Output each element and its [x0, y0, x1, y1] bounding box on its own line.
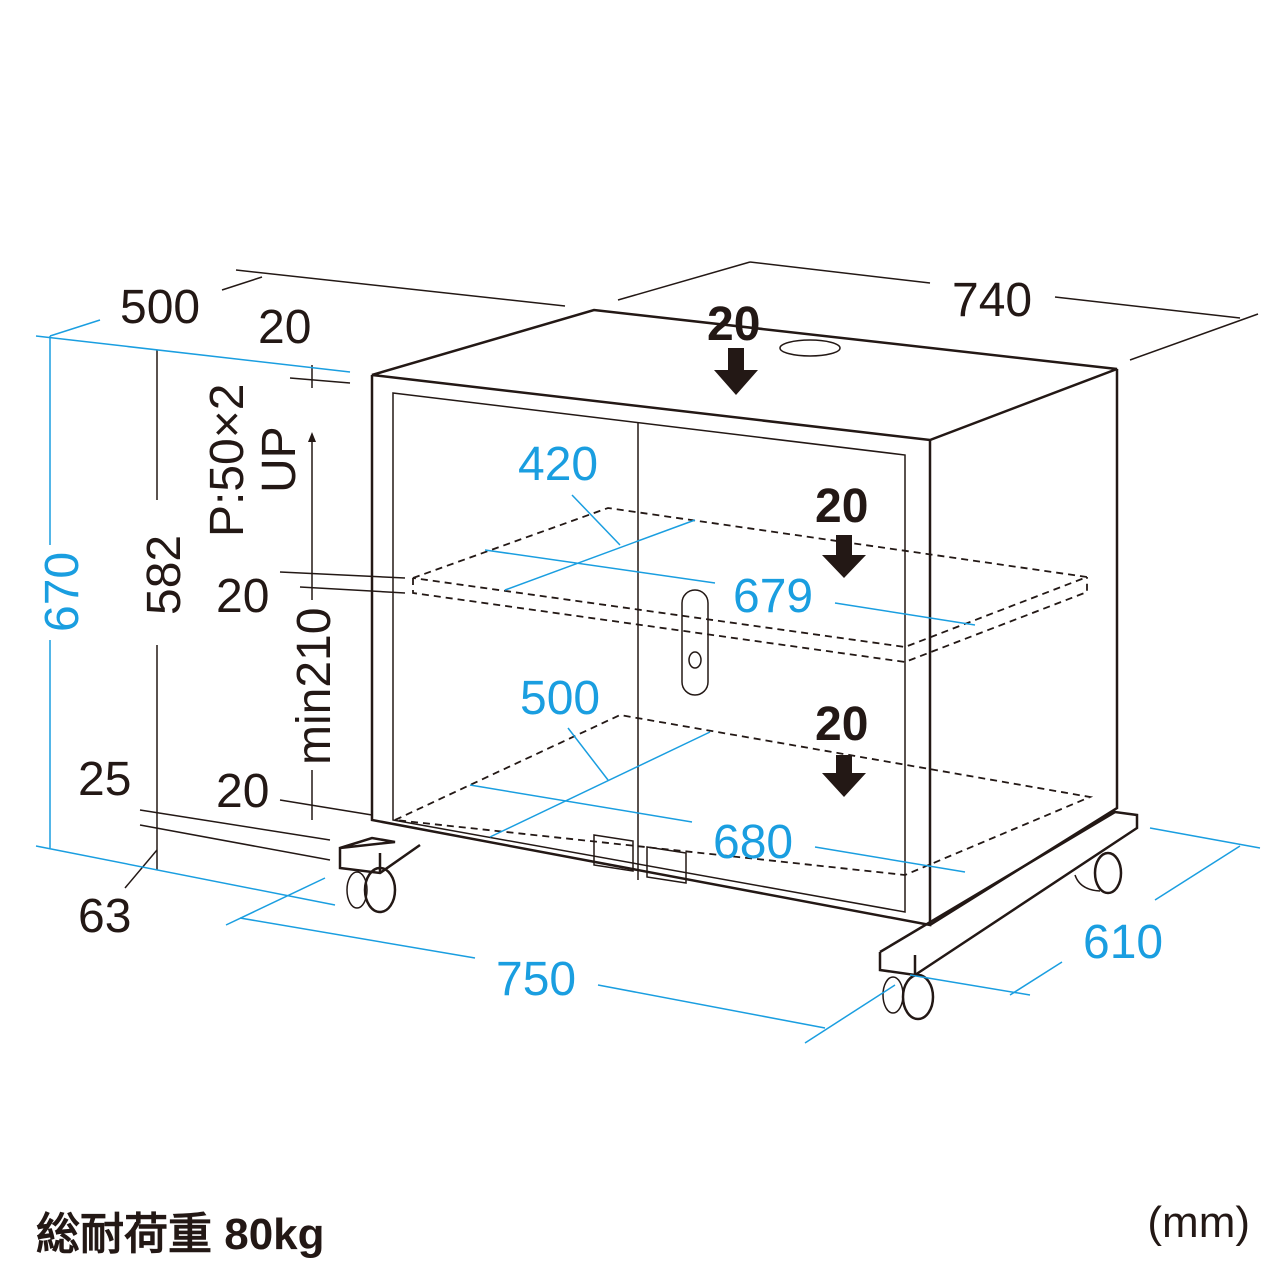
- dim-shelf-width: 679: [733, 570, 813, 623]
- load-arrow-top: [714, 348, 758, 395]
- load-arrow-shelf: [822, 535, 866, 578]
- load-top-label: 20: [707, 298, 760, 351]
- shelf-pitch-direction: UP: [253, 426, 306, 493]
- dim-bottom-depth: 500: [520, 672, 600, 725]
- black-dimension-lines: [124, 261, 1259, 889]
- cable-hole: [779, 339, 841, 357]
- dim-shelf-thickness: 20: [216, 570, 269, 623]
- load-bottom-label: 20: [815, 698, 868, 751]
- dim-height-total: 670: [36, 552, 89, 632]
- dim-shelf-min: min210: [288, 608, 341, 765]
- dim-base-width: 750: [496, 953, 576, 1006]
- door-handle: [681, 589, 709, 696]
- load-shelf-label: 20: [815, 480, 868, 533]
- dim-shelf-depth: 420: [518, 438, 598, 491]
- blue-dimension-lines: [35, 319, 1261, 1044]
- caster: [901, 973, 935, 1021]
- cabinet-outline: [370, 308, 1119, 927]
- door-latch-right: [646, 846, 687, 884]
- dim-base-depth: 610: [1083, 916, 1163, 969]
- dim-width-top: 740: [952, 274, 1032, 327]
- base-and-casters: [338, 810, 1139, 1021]
- caster: [363, 866, 397, 914]
- load-arrow-bottom: [822, 755, 866, 797]
- dim-bottom-width: 680: [713, 816, 793, 869]
- shelf-outline: [412, 507, 1091, 648]
- unit-label: (mm): [1147, 1198, 1250, 1247]
- caster: [1093, 851, 1123, 895]
- bottom-board-outline: [391, 714, 1094, 876]
- dim-caster-63: 63: [78, 890, 131, 943]
- dim-depth-top: 500: [120, 281, 200, 334]
- dim-bottom-thickness: 20: [216, 765, 269, 818]
- dim-top-thickness: 20: [258, 301, 311, 354]
- door-latch-left: [593, 834, 634, 872]
- dim-caster-25: 25: [78, 753, 131, 806]
- shelf-pitch-label: P:50×2: [201, 384, 254, 537]
- load-capacity-label: 総耐荷重 80kg: [36, 1210, 325, 1259]
- dim-height-inner: 582: [138, 535, 191, 615]
